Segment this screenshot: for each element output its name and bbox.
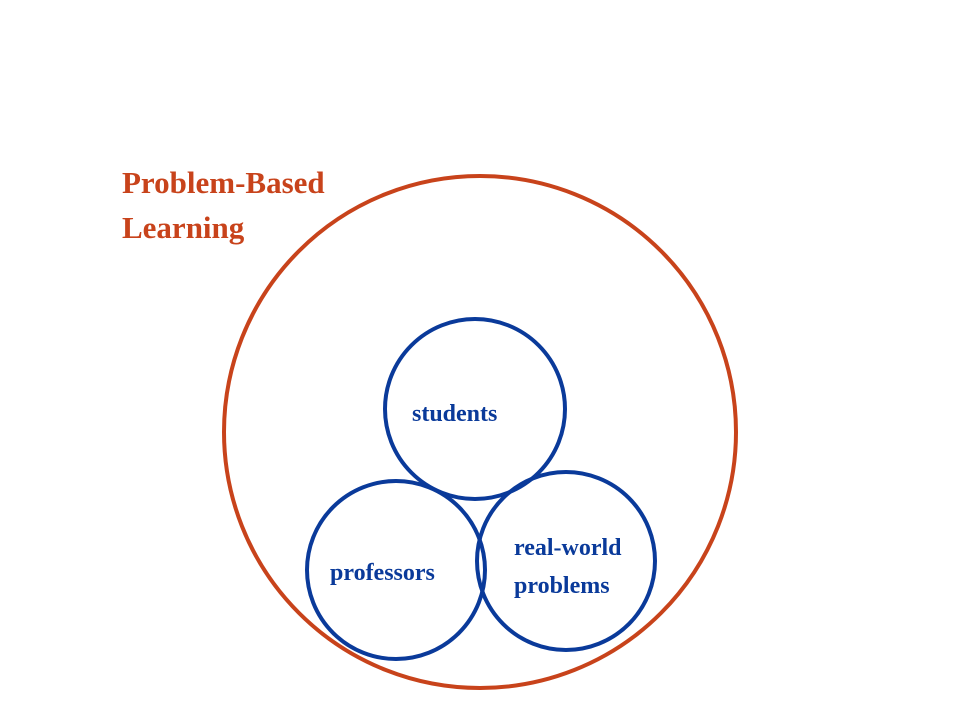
outer-circle-problem-based-learning	[222, 174, 738, 690]
circle-real-world-problems	[475, 470, 657, 652]
circle-students	[383, 317, 567, 501]
circle-professors	[305, 479, 487, 661]
diagram-title: Problem-Based Learning	[122, 165, 332, 245]
label-real-world-problems-line-1: real-world	[514, 535, 622, 561]
diagram-title-line-1: Problem-Based	[122, 165, 325, 200]
label-professors-line-1: professors	[330, 560, 435, 586]
label-students: students	[412, 401, 497, 427]
label-real-world-problems: real-world problems	[514, 535, 628, 599]
diagram-title-line-2: Learning	[122, 210, 245, 245]
label-professors: professors	[330, 560, 435, 586]
label-real-world-problems-line-2: problems	[514, 573, 610, 599]
label-students-line-1: students	[412, 401, 497, 427]
